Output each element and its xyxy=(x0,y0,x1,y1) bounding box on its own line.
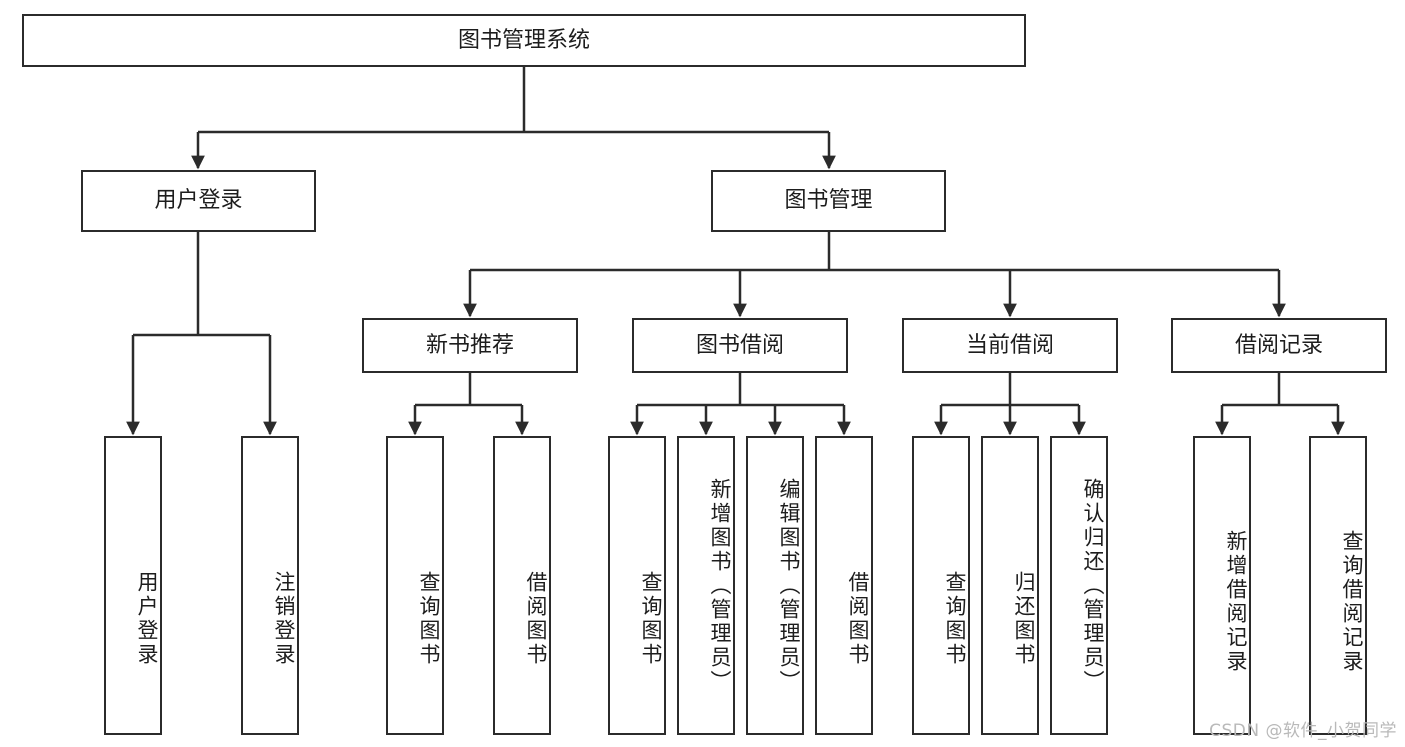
node-leaf-return-book-label: 归还图书 xyxy=(1012,570,1036,667)
node-leaf-user-login[interactable]: 用户登录 xyxy=(104,436,162,735)
node-leaf-query-book-3[interactable]: 查询图书 xyxy=(912,436,970,735)
node-leaf-add-book-label: 新增图书（管理员） xyxy=(708,477,732,694)
node-leaf-logout-label: 注销登录 xyxy=(272,570,296,667)
node-leaf-query-book-1-label: 查询图书 xyxy=(417,570,441,667)
node-user-login[interactable]: 用户登录 xyxy=(81,170,316,232)
node-leaf-query-record-label: 查询借阅记录 xyxy=(1340,529,1364,674)
node-leaf-confirm-return[interactable]: 确认归还（管理员） xyxy=(1050,436,1108,735)
node-leaf-borrow-book-1[interactable]: 借阅图书 xyxy=(493,436,551,735)
node-leaf-borrow-book-1-label: 借阅图书 xyxy=(524,570,548,667)
node-current-borrow[interactable]: 当前借阅 xyxy=(902,318,1118,373)
node-new-book-rec-label: 新书推荐 xyxy=(425,332,514,358)
node-leaf-query-record[interactable]: 查询借阅记录 xyxy=(1309,436,1367,735)
node-leaf-query-book-3-label: 查询图书 xyxy=(943,570,967,667)
node-borrow-record-label: 借阅记录 xyxy=(1234,332,1323,358)
node-leaf-user-login-label: 用户登录 xyxy=(135,570,159,667)
csdn-watermark: CSDN @软件_小贺同学 xyxy=(1209,721,1397,741)
node-root[interactable]: 图书管理系统 xyxy=(22,14,1026,67)
node-user-login-label: 用户登录 xyxy=(154,188,243,214)
node-leaf-borrow-book-2[interactable]: 借阅图书 xyxy=(815,436,873,735)
node-new-book-rec[interactable]: 新书推荐 xyxy=(362,318,578,373)
node-leaf-add-record-label: 新增借阅记录 xyxy=(1224,529,1248,674)
node-leaf-query-book-2[interactable]: 查询图书 xyxy=(608,436,666,735)
node-book-manage-label: 图书管理 xyxy=(784,188,873,214)
node-book-borrow-label: 图书借阅 xyxy=(695,332,784,358)
node-leaf-confirm-return-label: 确认归还（管理员） xyxy=(1081,477,1105,694)
node-book-borrow[interactable]: 图书借阅 xyxy=(632,318,848,373)
node-leaf-query-book-2-label: 查询图书 xyxy=(639,570,663,667)
node-current-borrow-label: 当前借阅 xyxy=(965,332,1054,358)
node-leaf-logout[interactable]: 注销登录 xyxy=(241,436,299,735)
node-borrow-record[interactable]: 借阅记录 xyxy=(1171,318,1387,373)
node-leaf-add-record[interactable]: 新增借阅记录 xyxy=(1193,436,1251,735)
node-leaf-query-book-1[interactable]: 查询图书 xyxy=(386,436,444,735)
node-book-manage[interactable]: 图书管理 xyxy=(711,170,946,232)
node-leaf-add-book[interactable]: 新增图书（管理员） xyxy=(677,436,735,735)
node-leaf-borrow-book-2-label: 借阅图书 xyxy=(846,570,870,667)
node-leaf-edit-book-label: 编辑图书（管理员） xyxy=(777,477,801,694)
node-leaf-edit-book[interactable]: 编辑图书（管理员） xyxy=(746,436,804,735)
node-leaf-return-book[interactable]: 归还图书 xyxy=(981,436,1039,735)
node-root-label: 图书管理系统 xyxy=(457,27,590,53)
